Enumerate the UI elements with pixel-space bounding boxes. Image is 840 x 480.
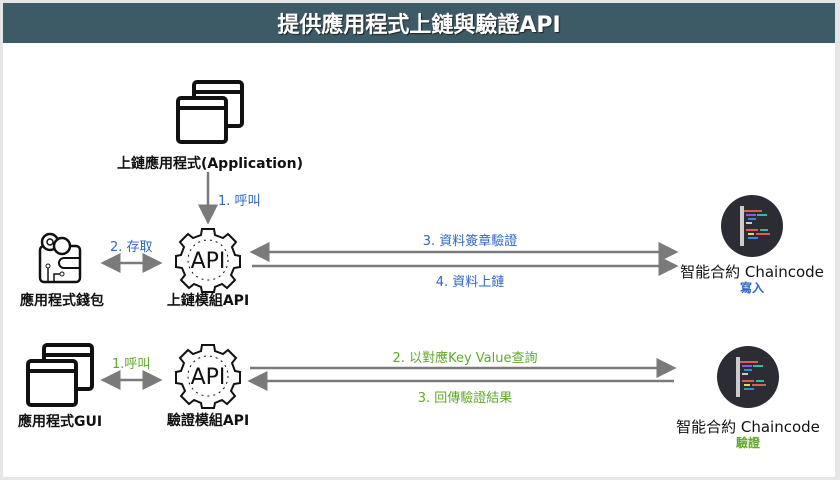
wallet-icon — [38, 232, 82, 284]
chaincode-verify-label: 驗證 — [735, 436, 761, 450]
upload-api-label: 上鏈模組API — [166, 293, 250, 309]
chaincode-icon — [717, 346, 779, 408]
step-gui-call-label: 1.呼叫 — [112, 357, 151, 372]
gui-window-icon — [26, 343, 94, 407]
api-icon-text: API — [191, 365, 226, 390]
step-upload-label: 4. 資料上鏈 — [435, 275, 505, 290]
chaincode-label: 智能合約 Chaincode — [676, 418, 820, 436]
chaincode-label: 智能合約 Chaincode — [680, 263, 824, 281]
application-label: 上鏈應用程式(Application) — [116, 156, 304, 172]
chaincode-write-label: 寫入 — [739, 281, 765, 295]
verify-api-label: 驗證模組API — [166, 413, 250, 429]
diagram-canvas — [3, 3, 835, 477]
step-return-label: 3. 回傳驗證結果 — [417, 391, 513, 406]
chaincode-icon — [721, 195, 783, 257]
step-query-label: 2. 以對應Key Value查詢 — [392, 351, 538, 366]
api-icon-text: API — [191, 249, 226, 274]
step-access-label: 2. 存取 — [110, 240, 153, 255]
wallet-label: 應用程式錢包 — [20, 293, 104, 309]
step-signature-label: 3. 資料簽章驗證 — [422, 234, 518, 249]
gui-label: 應用程式GUI — [17, 414, 103, 430]
page-title: 提供應用程式上鏈與驗證API — [3, 3, 835, 43]
application-window-icon — [176, 80, 244, 144]
step-call-label: 1. 呼叫 — [218, 194, 261, 209]
